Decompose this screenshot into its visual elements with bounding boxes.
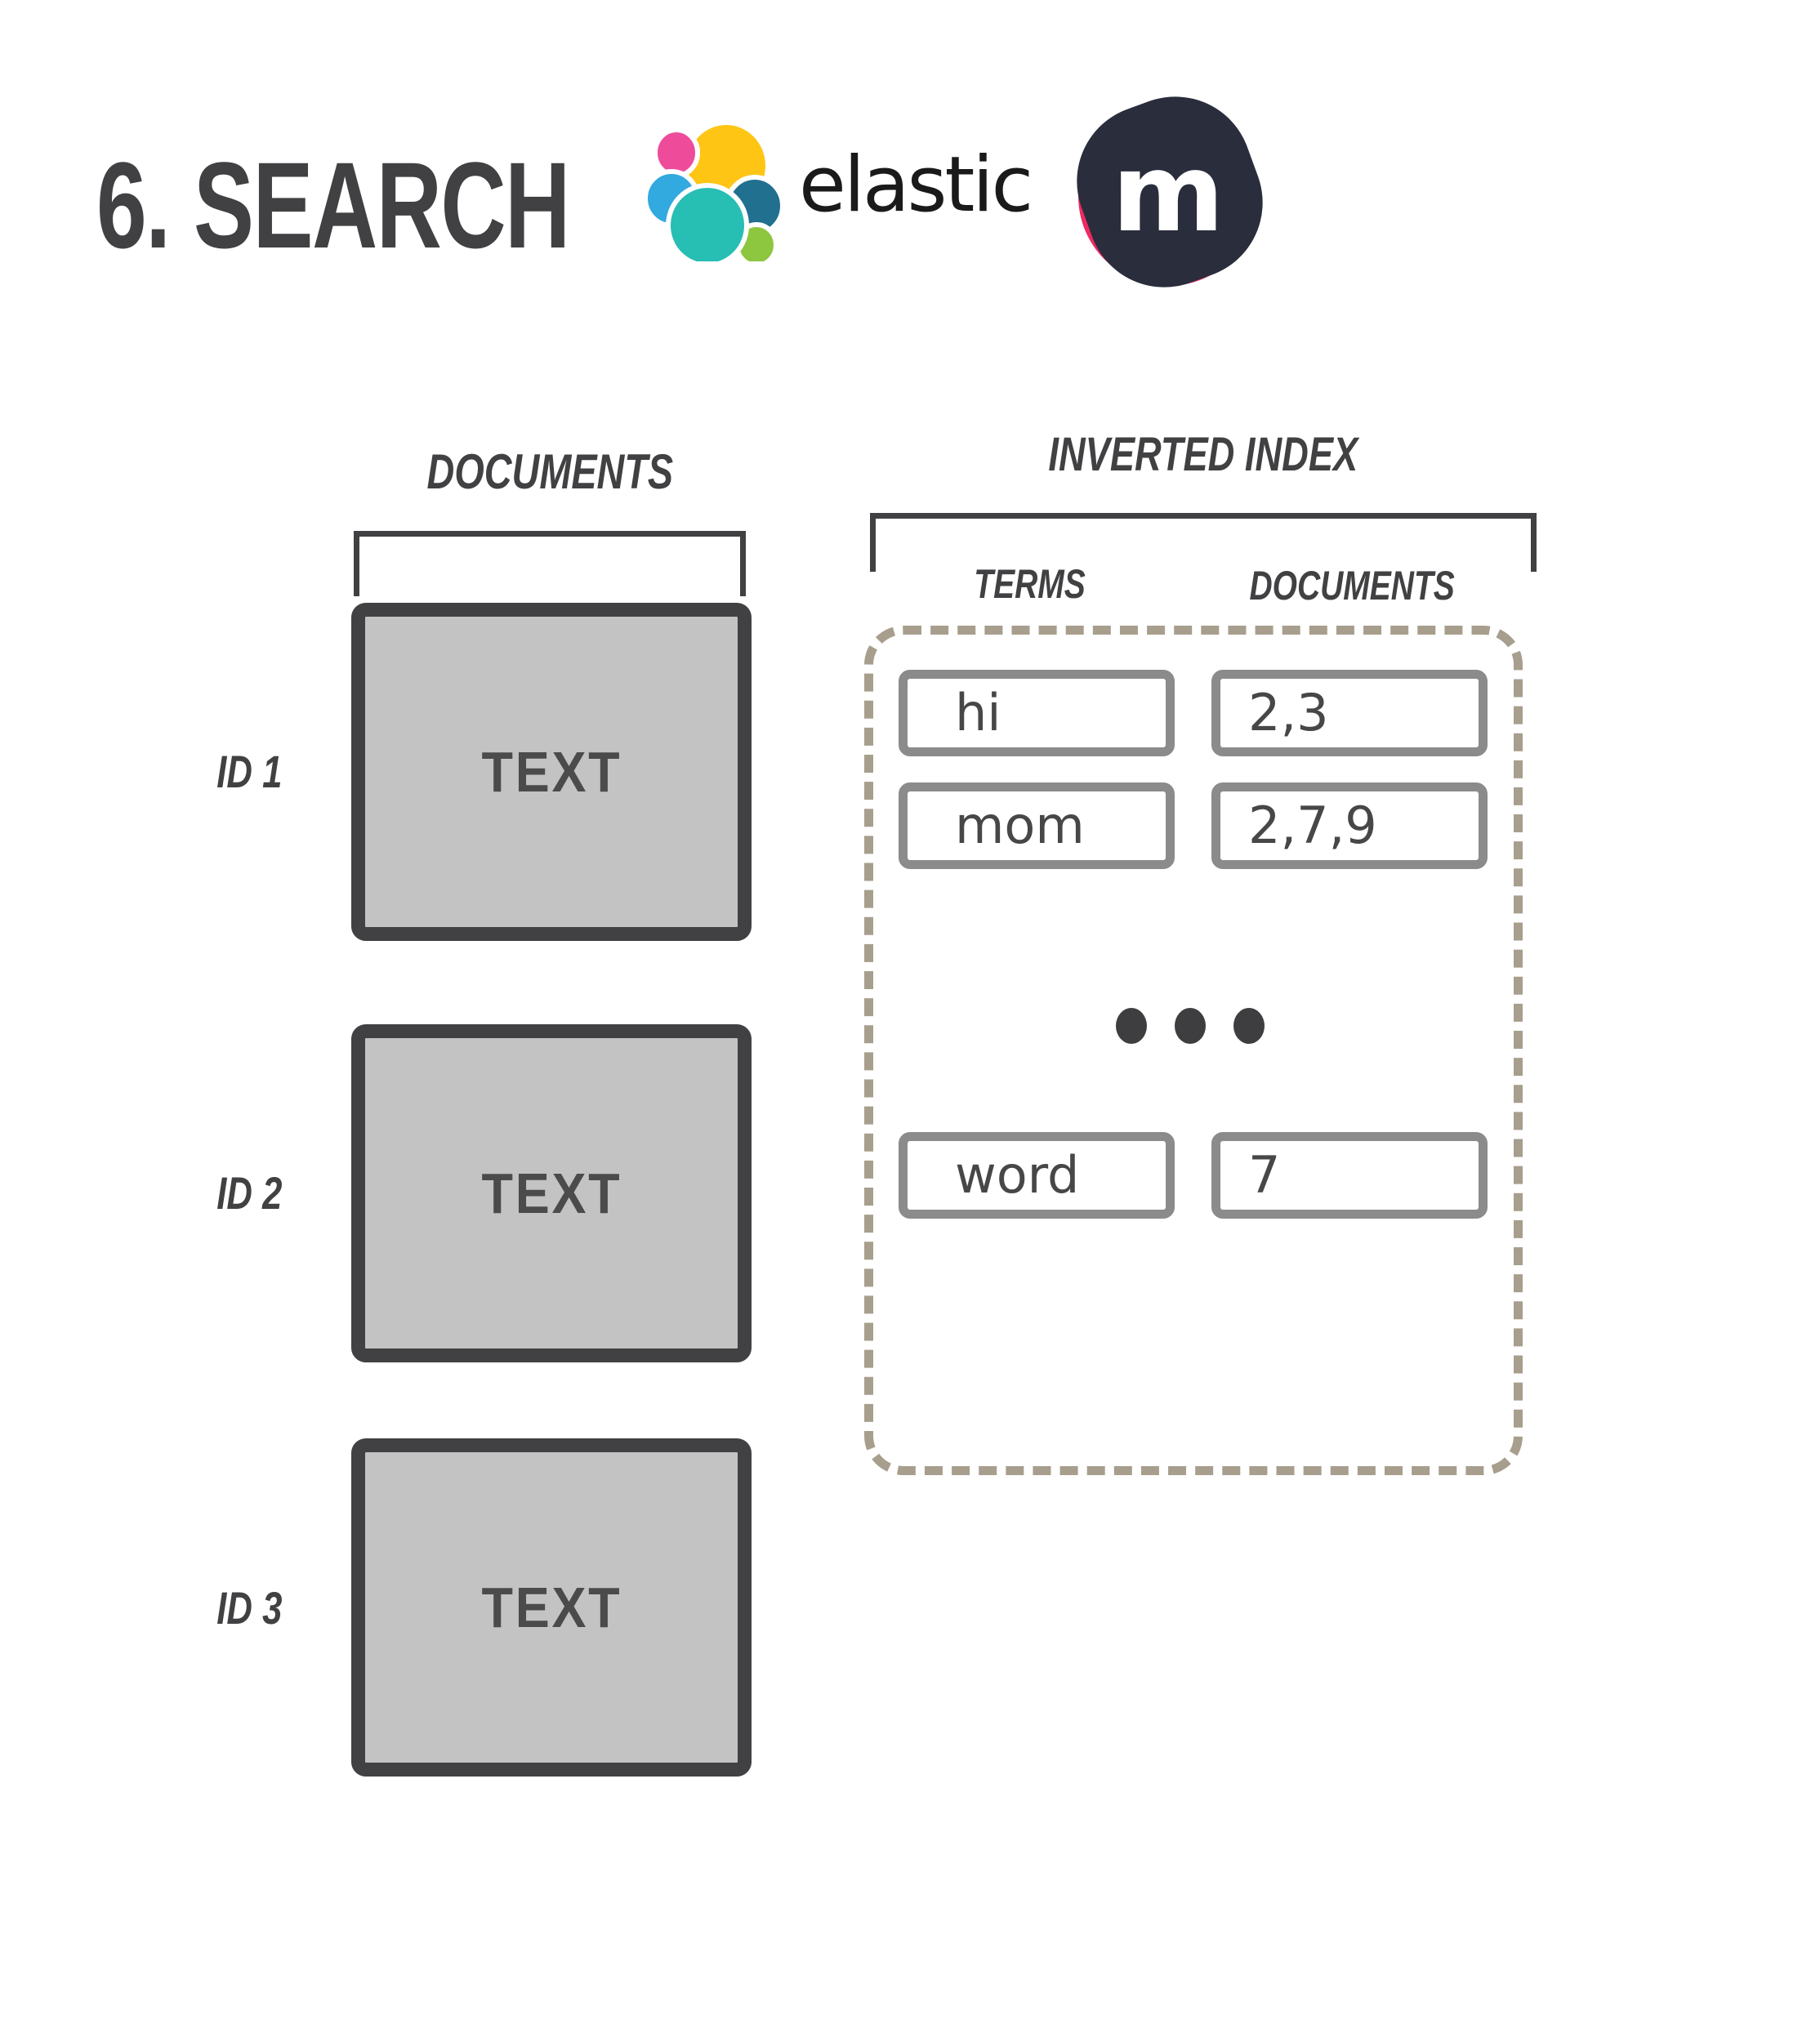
inverted-index-label: INVERTED INDEX	[1048, 428, 1358, 481]
terms-column-header: TERMS	[973, 561, 1086, 607]
document-box-2: TEXT	[351, 1024, 752, 1362]
elastic-logo-icon	[647, 121, 781, 261]
document-text-1: TEXT	[481, 740, 622, 804]
inverted-index-bracket	[870, 513, 1537, 572]
documents-cell-word: 7	[1211, 1132, 1488, 1219]
documents-panel-label: DOCUMENTS	[426, 444, 673, 499]
elastic-wordmark: elastic	[799, 140, 1033, 230]
documents-cell-mom: 2,7,9	[1211, 782, 1488, 869]
document-box-3: TEXT	[351, 1438, 752, 1777]
term-cell-word: word	[899, 1132, 1175, 1219]
term-cell-mom: mom	[899, 782, 1175, 869]
document-text-2: TEXT	[481, 1161, 622, 1225]
document-box-1: TEXT	[351, 603, 752, 941]
documents-cell-hi: 2,3	[1211, 670, 1488, 756]
document-text-3: TEXT	[481, 1576, 622, 1639]
doc-id-label-2: ID 2	[216, 1167, 283, 1219]
doc-id-label-3: ID 3	[216, 1582, 283, 1634]
page-title: 6. SEARCH	[96, 136, 570, 274]
doc-id-label-1: ID 1	[216, 746, 283, 797]
term-cell-hi: hi	[899, 670, 1175, 756]
meetup-monogram: m	[1112, 131, 1224, 256]
meetup-logo-icon: m	[1077, 96, 1263, 288]
inverted-index-container	[864, 626, 1523, 1475]
documents-bracket	[354, 531, 746, 596]
documents-column-header: DOCUMENTS	[1249, 563, 1455, 609]
